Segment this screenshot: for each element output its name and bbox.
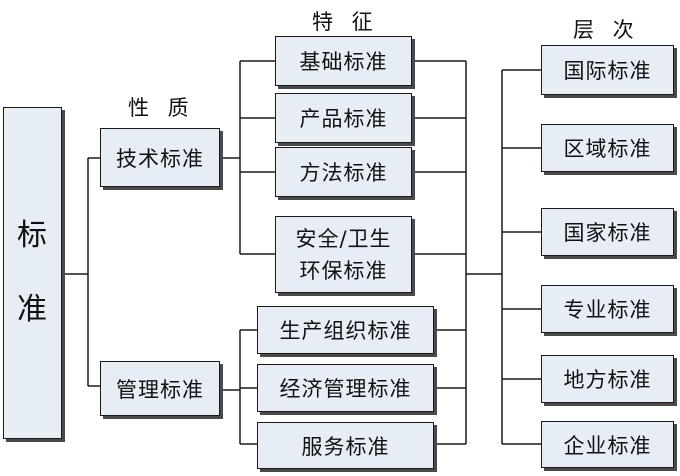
header-feature: 特 征: [312, 10, 379, 34]
service-standard-box: 服务标准: [257, 422, 434, 469]
enterprise-standard-box: 企业标准: [541, 421, 674, 468]
local-standard-box: 地方标准: [541, 355, 674, 403]
method-standard-box: 方法标准: [275, 147, 412, 197]
production-organization-standard-box: 生产组织标准: [257, 306, 434, 354]
professional-standard-box: 专业标准: [541, 285, 674, 333]
header-level: 层 次: [573, 18, 640, 42]
basic-standard-box: 基础标准: [275, 36, 412, 86]
technical-standard-box: 技术标准: [100, 128, 220, 187]
root-char-2: 准: [17, 292, 48, 327]
international-standard-box: 国际标准: [541, 45, 674, 95]
product-standard-box: 产品标准: [275, 93, 412, 143]
safety-environment-standard-box: 安全/卫生 环保标准: [275, 216, 412, 293]
management-standard-box: 管理标准: [100, 361, 220, 416]
safety-line-2: 环保标准: [299, 258, 388, 283]
safety-line-1: 安全/卫生: [295, 226, 392, 251]
root-standard-box: 标 准: [3, 107, 62, 439]
header-nature: 性 质: [128, 96, 195, 120]
national-standard-box: 国家标准: [541, 208, 674, 256]
regional-standard-box: 区域标准: [541, 124, 674, 172]
economic-management-standard-box: 经济管理标准: [257, 364, 434, 412]
root-char-1: 标: [17, 218, 48, 253]
